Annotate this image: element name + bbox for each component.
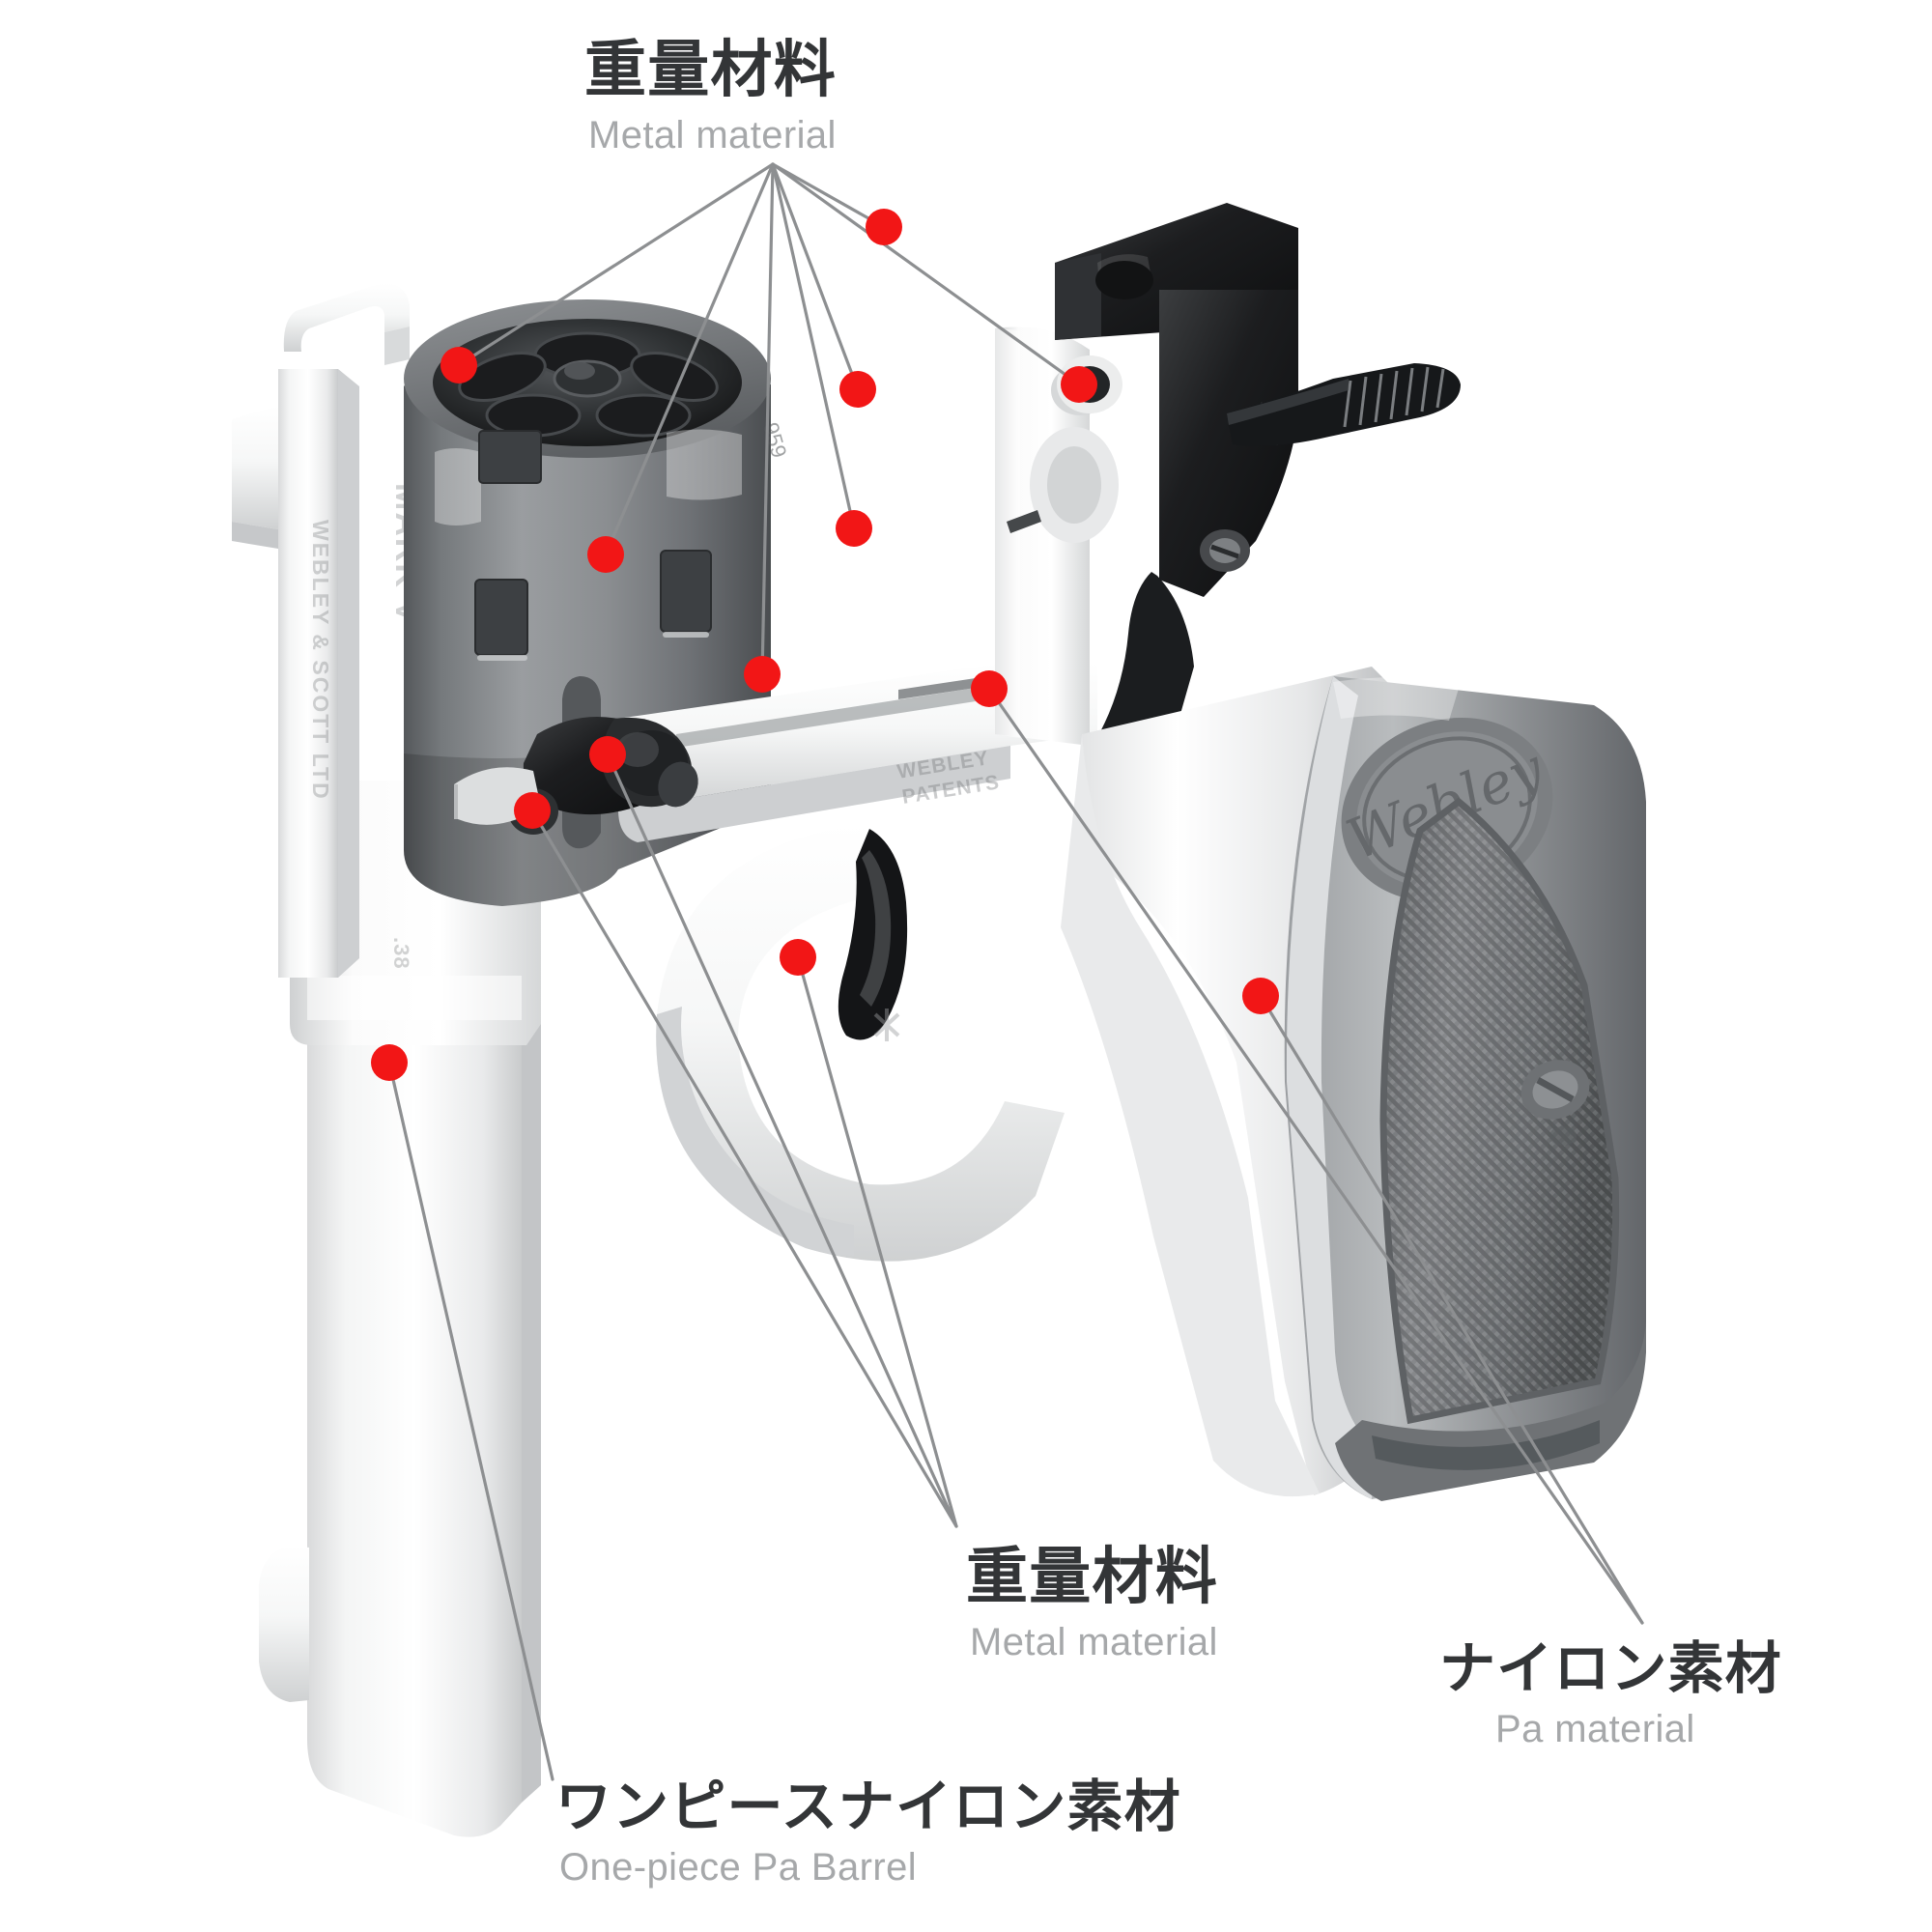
- hotspot-hammer-spur: [1061, 366, 1097, 403]
- callout-metal-top-jp: 重量材料: [584, 35, 838, 106]
- leader-lines-metal-bottom: [530, 753, 958, 1528]
- hotspot-cylinder-face: [440, 347, 477, 384]
- hotspot-trigger: [780, 939, 816, 976]
- callout-pa-right: ナイロン素材 Pa material: [1439, 1637, 1782, 1752]
- hotspot-latch-pivot: [514, 792, 551, 829]
- leader-lines-metal-top: [457, 162, 1081, 676]
- callout-pa-barrel-jp: ワンピースナイロン素材: [555, 1774, 1181, 1839]
- svg-text:WEBLEY & SCOTT LTD: WEBLEY & SCOTT LTD: [308, 520, 333, 801]
- hotspot-grip-frame: [971, 670, 1008, 707]
- hotspot-grip-panel: [1242, 978, 1279, 1014]
- callout-pa-right-en: Pa material: [1495, 1707, 1695, 1750]
- hotspot-rear-sight: [866, 209, 902, 245]
- callout-pa-barrel: ワンピースナイロン素材 One-piece Pa Barrel: [555, 1776, 1181, 1890]
- hammer-and-rear-sight: [1055, 203, 1461, 769]
- hotspot-top-strap: [744, 656, 781, 693]
- grip-assembly: Webley: [1061, 667, 1646, 1501]
- leader-lines-pa-right: [987, 687, 1644, 1625]
- hotspot-frame-internal: [836, 510, 872, 547]
- hotspot-barrel-shroud: [371, 1044, 408, 1081]
- trigger-group: [656, 823, 1065, 1262]
- checkered-grip-panel: [1379, 797, 1620, 1425]
- callout-metal-bottom: 重量材料 Metal material: [966, 1542, 1219, 1665]
- callout-pa-barrel-en: One-piece Pa Barrel: [559, 1845, 918, 1889]
- callout-metal-top: 重量材料 Metal material: [584, 35, 838, 158]
- hotspot-latch-knob: [589, 736, 626, 773]
- callout-metal-bottom-jp: 重量材料: [966, 1542, 1219, 1613]
- hotspot-hammer-pivot: [839, 371, 876, 408]
- leader-lines-pa-barrel: [387, 1061, 554, 1781]
- svg-text:.38: .38: [389, 937, 413, 970]
- callout-metal-top-en: Metal material: [588, 113, 837, 156]
- callout-metal-bottom-en: Metal material: [970, 1620, 1218, 1663]
- callout-pa-right-jp: ナイロン素材: [1439, 1635, 1782, 1701]
- hotspot-cylinder-body: [587, 536, 624, 573]
- hotspot-dots: [371, 209, 1279, 1081]
